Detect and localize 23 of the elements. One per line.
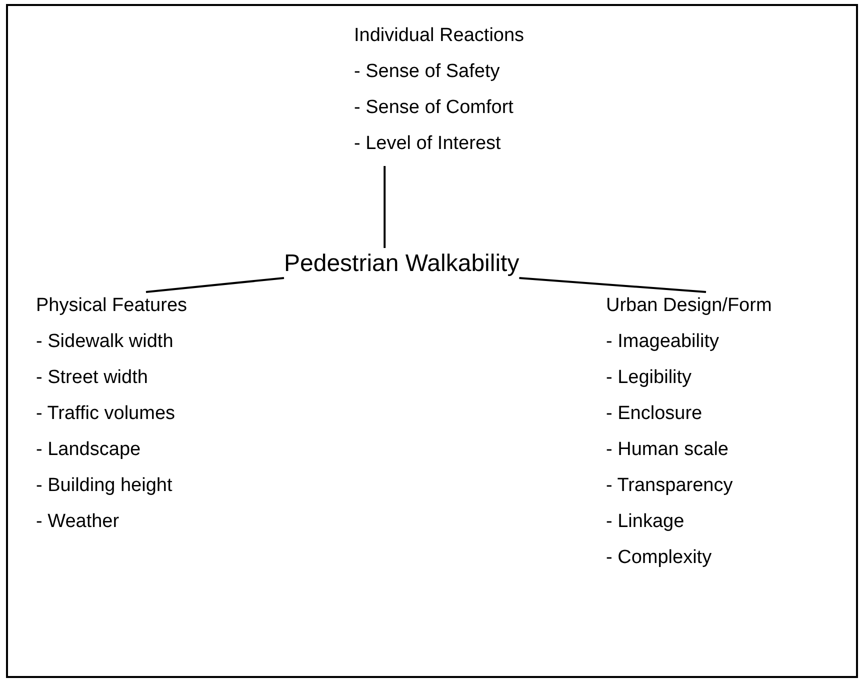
list-item: - Traffic volumes xyxy=(36,402,176,426)
list-item: - Level of Interest xyxy=(354,132,502,156)
heading-text: Urban Design/Form xyxy=(606,294,772,318)
list-item: - Sense of Safety xyxy=(354,60,501,84)
list-item: - Weather xyxy=(36,510,120,534)
list-item: - Sense of Comfort xyxy=(354,96,514,120)
heading-text: Individual Reactions xyxy=(354,24,524,48)
list-item: - Building height xyxy=(36,474,174,498)
list-item: - Street width xyxy=(36,366,149,390)
list-item: - Complexity xyxy=(606,546,713,570)
list-item: - Imageability xyxy=(606,330,720,354)
heading-text: Pedestrian Walkability xyxy=(284,249,520,279)
connector-line xyxy=(146,277,284,293)
connector-line xyxy=(519,277,706,293)
list-item: - Linkage xyxy=(606,510,686,534)
list-item: - Sidewalk width xyxy=(36,330,174,354)
list-item: - Transparency xyxy=(606,474,734,498)
connector-line xyxy=(384,166,386,248)
list-item: - Human scale xyxy=(606,438,730,462)
heading-text: Physical Features xyxy=(36,294,188,318)
list-item: - Landscape xyxy=(36,438,142,462)
list-item: - Legibility xyxy=(606,366,693,390)
list-item: - Enclosure xyxy=(606,402,704,426)
